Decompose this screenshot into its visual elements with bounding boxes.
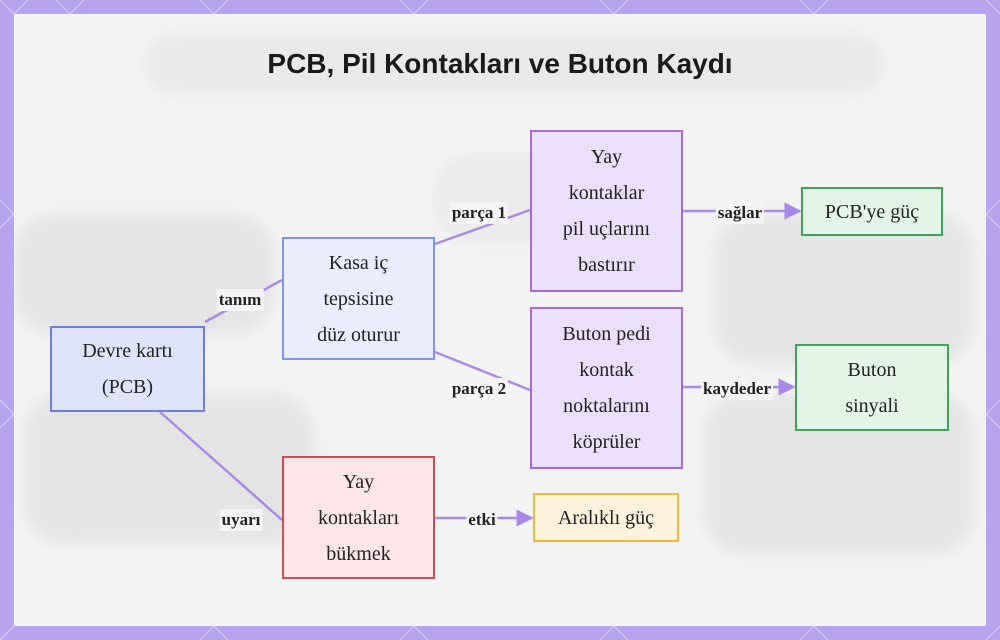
node-spring-contacts-label: Yay kontaklar pil uçlarını bastırır [562,146,651,276]
node-spring-contacts: Yay kontaklar pil uçlarını bastırır [530,130,683,292]
node-button-pad: Buton pedi kontak noktalarını köprüler [530,307,683,469]
diagram-canvas [14,14,986,626]
node-intermittent-power: Aralıklı güç [533,493,679,542]
node-pcb-power: PCB'ye güç [801,187,943,236]
diagram-title: PCB, Pil Kontakları ve Buton Kaydı [267,48,733,79]
edge-uyari [159,411,283,521]
node-bend-contacts-label: Yay kontakları bükmek [317,470,400,565]
node-pcb: Devre kartı (PCB) [50,326,205,412]
node-tray-label: Kasa iç tepsisine düz oturur [317,251,400,346]
node-pcb-power-label: PCB'ye güç [824,200,920,223]
node-bend-contacts: Yay kontakları bükmek [282,456,435,579]
node-button-signal-label: Buton sinyali [845,358,899,417]
background-blur-shape [14,214,274,334]
node-intermittent-power-label: Aralıklı güç [557,506,655,529]
edge-label-tanim: tanım [216,289,264,311]
node-tray: Kasa iç tepsisine düz oturur [282,237,435,360]
node-button-pad-label: Buton pedi kontak noktalarını köprüler [562,323,651,453]
edge-label-saglar: sağlar [715,202,765,224]
node-pcb-label: Devre kartı (PCB) [82,340,173,398]
background-blur-shape [714,214,974,364]
edge-parca1 [434,208,531,246]
edge-label-parca2: parça 2 [449,378,509,400]
edge-label-etki: etki [466,509,498,531]
edge-label-kaydeder: kaydeder [701,378,773,400]
edge-label-uyari: uyarı [219,509,263,531]
edge-label-parca1: parça 1 [449,202,509,224]
node-button-signal: Buton sinyali [795,344,949,431]
background-blur-shape [144,34,884,94]
edge-parca2 [434,350,531,392]
